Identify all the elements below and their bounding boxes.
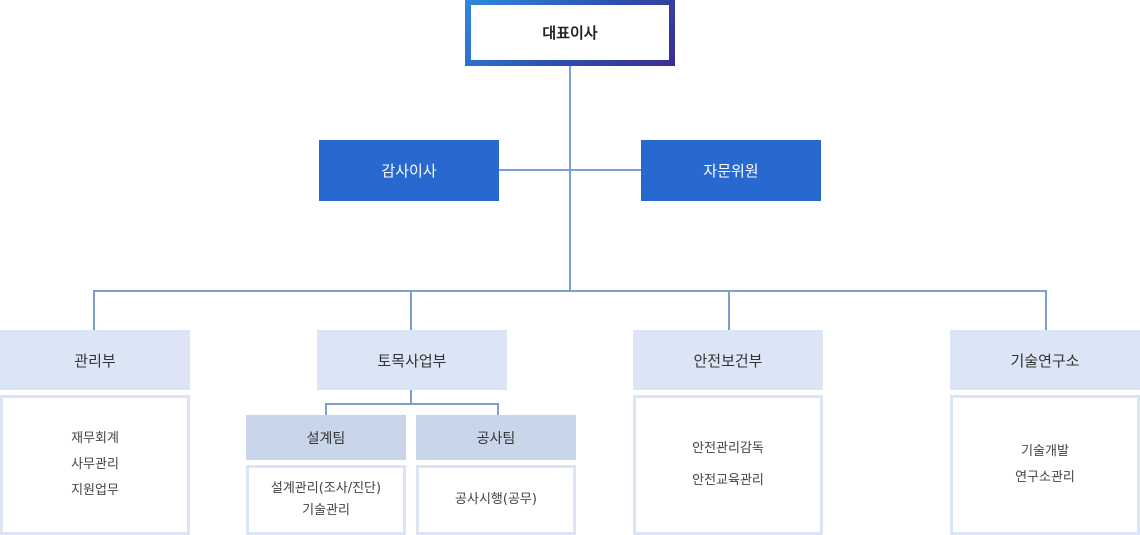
connector-ceo-trunk	[569, 66, 571, 292]
dept-civil: 토목사업부	[317, 330, 507, 390]
duty-item: 기술개발	[1021, 444, 1069, 459]
connector-teams-trunk	[410, 390, 412, 404]
dept-management: 관리부	[0, 330, 190, 390]
connector-advisory-horizontal	[499, 169, 641, 171]
dept-management-duties: 재무회계 사무관리 지원업무	[0, 395, 190, 535]
dept-safety: 안전보건부	[633, 330, 823, 390]
duty-item: 설계관리(조사/진단)	[270, 481, 382, 496]
team-construction-duties: 공사시행(공무)	[416, 465, 576, 535]
duty-item: 재무회계	[71, 431, 119, 446]
duty-item: 연구소관리	[1015, 470, 1075, 485]
auditor-node: 감사이사	[319, 140, 499, 201]
duty-item: 기술관리	[302, 503, 350, 518]
team-construction: 공사팀	[416, 415, 576, 460]
dept-research: 기술연구소	[950, 330, 1140, 390]
ceo-node: 대표이사	[465, 0, 675, 66]
ceo-label: 대표이사	[471, 5, 669, 60]
dept-research-duties: 기술개발 연구소관리	[950, 395, 1140, 535]
connector-teams-horizontal	[325, 403, 499, 405]
connector-team-1	[325, 403, 327, 415]
connector-dept-4	[1045, 290, 1047, 330]
advisor-node: 자문위원	[641, 140, 821, 201]
duty-item: 사무관리	[71, 457, 119, 472]
connector-dept-3	[728, 290, 730, 330]
connector-dept-1	[93, 290, 95, 330]
duty-item: 공사시행(공무)	[455, 492, 537, 507]
dept-safety-duties: 안전관리감독 안전교육관리	[633, 395, 823, 535]
connector-dept-2	[410, 290, 412, 330]
duty-item: 안전교육관리	[692, 473, 764, 488]
duty-item: 지원업무	[71, 483, 119, 498]
connector-team-2	[497, 403, 499, 415]
duty-item: 안전관리감독	[692, 441, 764, 456]
team-design-duties: 설계관리(조사/진단) 기술관리	[246, 465, 406, 535]
connector-departments-horizontal	[93, 290, 1047, 292]
team-design: 설계팀	[246, 415, 406, 460]
